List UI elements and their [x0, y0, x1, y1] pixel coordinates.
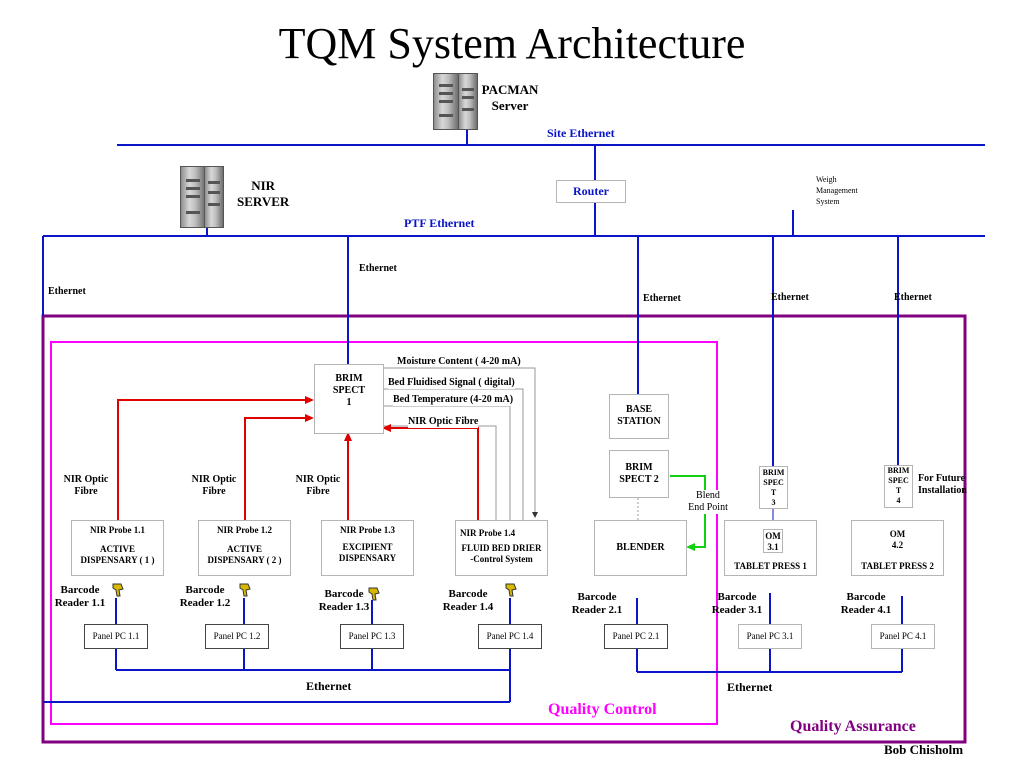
site-ethernet-label: Site Ethernet	[547, 126, 615, 140]
quality-control-label: Quality Control	[548, 701, 657, 718]
panel-pc-3-1: Panel PC 3.1	[738, 624, 802, 649]
network-lines	[42, 130, 985, 703]
tablet-press-2-label: TABLET PRESS 2	[861, 561, 934, 571]
tablet-press-1-label: TABLET PRESS 1	[734, 561, 807, 571]
moisture-content-label: Moisture Content ( 4-20 mA)	[397, 356, 521, 367]
quality-assurance-label: Quality Assurance	[790, 718, 916, 735]
router-box: Router	[556, 180, 626, 203]
signal-lines	[384, 367, 639, 520]
fibre-lines	[117, 399, 479, 520]
barcode-scanner-icon	[239, 583, 251, 597]
barcode-scanner-icon	[112, 583, 124, 597]
ptf-ethernet-label: PTF Ethernet	[404, 216, 475, 230]
panel-pc-1-3: Panel PC 1.3	[340, 624, 404, 649]
ethernet-label-left: Ethernet	[48, 286, 86, 297]
nir-server-icon-side	[204, 166, 224, 228]
ethernet-label-base: Ethernet	[643, 293, 681, 304]
nir-server-icon	[180, 166, 206, 228]
quality-assurance-zone	[41, 314, 967, 744]
blender-box: BLENDER	[594, 520, 687, 576]
bed-temperature-label: Bed Temperature (4-20 mA)	[393, 394, 514, 406]
ethernet-label-brim3: Ethernet	[771, 292, 809, 303]
ethernet-label-brim4: Ethernet	[894, 292, 932, 303]
nir-optic-fibre-label-14: NIR Optic Fibre	[408, 416, 479, 428]
ethernet-label-center: Ethernet	[359, 263, 397, 274]
panel-pc-4-1: Panel PC 4.1	[871, 624, 935, 649]
page-title: TQM System Architecture	[278, 19, 746, 68]
barcode-scanner-icon	[368, 587, 380, 601]
panel-pc-1-2: Panel PC 1.2	[205, 624, 269, 649]
ethernet-label-bottom-right: Ethernet	[727, 680, 773, 694]
quality-control-zone	[50, 341, 718, 725]
barcode-scanner-icon	[505, 583, 517, 597]
panel-pc-2-1: Panel PC 2.1	[604, 624, 668, 649]
author-label: Bob Chisholm	[884, 742, 964, 757]
pacman-server-icon-side	[458, 73, 478, 130]
bed-fluidised-signal-label: Bed Fluidised Signal ( digital)	[388, 377, 515, 389]
pacman-server-icon	[433, 73, 459, 130]
panel-pc-1-1: Panel PC 1.1	[84, 624, 148, 649]
panel-pc-1-4: Panel PC 1.4	[478, 624, 542, 649]
ethernet-label-bottom-left: Ethernet	[306, 679, 352, 693]
